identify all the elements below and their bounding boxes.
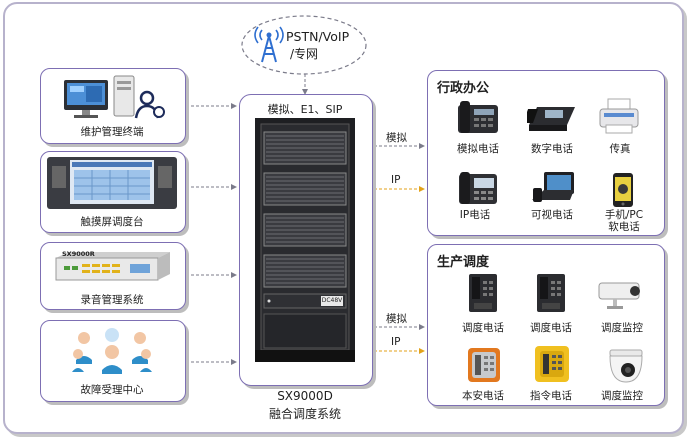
production-device-label-6: 调度监控 xyxy=(601,390,643,402)
fax-icon xyxy=(598,97,640,139)
ip-phone-icon xyxy=(457,170,499,210)
bullet-camera-icon xyxy=(597,281,647,315)
production-device-label-4: 本安电话 xyxy=(462,390,504,402)
digital-phone-icon xyxy=(522,101,577,137)
office-device-label-4: IP电话 xyxy=(459,209,491,221)
office-panel xyxy=(427,70,665,236)
dispatch-phone-icon xyxy=(468,273,498,317)
office-device-label-6b: 软电话 xyxy=(608,221,640,233)
dome-camera-icon xyxy=(606,348,646,388)
server-name-line1: SX9000D xyxy=(277,389,333,403)
production-device-label-1: 调度电话 xyxy=(462,322,504,334)
computer-user-icon xyxy=(62,74,172,124)
office-device-label-5: 可视电话 xyxy=(531,209,573,221)
dispatch-phone-icon xyxy=(536,273,566,317)
office-device-label-6: 手机/PC xyxy=(604,209,644,221)
link-label-production-ip: IP xyxy=(391,336,401,348)
recorder-device-icon: SX9000R xyxy=(54,250,172,286)
production-device-label-2: 调度电话 xyxy=(530,322,572,334)
terminal-label-maintenance: 维护管理终端 xyxy=(80,126,144,138)
call-center-icon xyxy=(64,326,160,378)
terminal-label-callcenter: 故障受理中心 xyxy=(80,384,144,396)
explosion-proof-phone-icon xyxy=(466,346,502,388)
office-device-label-1: 模拟电话 xyxy=(457,143,499,155)
server-power-badge: DC48V xyxy=(321,297,343,304)
cloud-label-line2: /专网 xyxy=(290,47,319,61)
command-phone-icon xyxy=(533,344,571,388)
office-title: 行政办公 xyxy=(437,81,490,96)
network-cloud: PSTN/VoIP /专网 xyxy=(240,14,368,76)
production-device-label-5: 指令电话 xyxy=(530,390,572,402)
antenna-icon xyxy=(254,26,284,68)
server-interfaces-label: 模拟、E1、SIP xyxy=(267,103,343,116)
office-device-label-3: 传真 xyxy=(609,143,631,155)
recorder-device-text: SX9000R xyxy=(62,250,95,258)
terminal-label-recorder: 录音管理系统 xyxy=(80,294,144,306)
analog-phone-icon xyxy=(456,99,500,139)
server-name-line2: 融合调度系统 xyxy=(268,407,341,421)
mobile-phone-icon xyxy=(612,172,634,212)
cloud-label-line1: PSTN/VoIP xyxy=(286,29,350,44)
terminal-label-console: 触摸屏调度台 xyxy=(80,216,144,228)
production-device-label-3: 调度监控 xyxy=(601,322,643,334)
office-device-label-2: 数字电话 xyxy=(531,143,573,155)
link-label-office-ip: IP xyxy=(391,174,401,186)
touch-console-icon xyxy=(46,156,178,214)
production-title: 生产调度 xyxy=(437,255,490,270)
link-label-production-analog: 模拟 xyxy=(386,313,407,325)
video-phone-icon xyxy=(530,170,576,210)
link-label-office-analog: 模拟 xyxy=(386,132,407,144)
server-rack-icon: DC48V xyxy=(255,118,355,366)
